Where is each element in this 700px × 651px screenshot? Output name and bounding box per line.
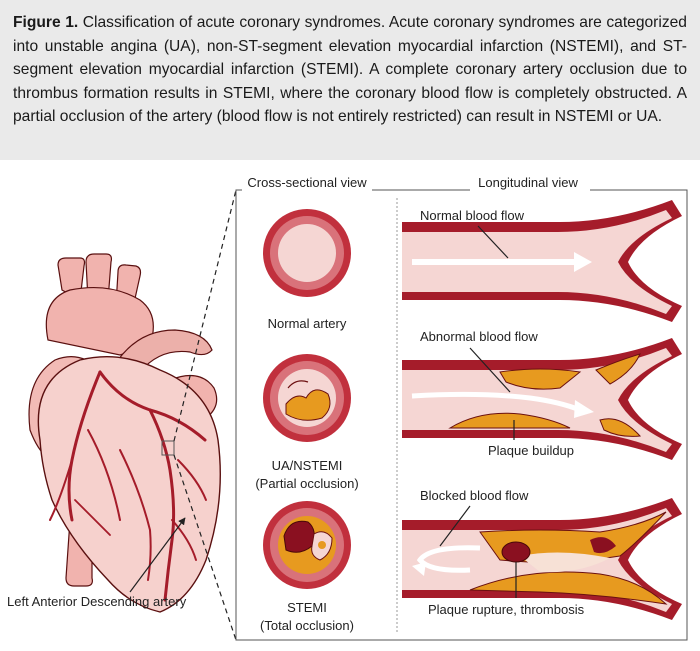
normal-flow-label: Normal blood flow: [420, 208, 525, 223]
aorta-arch: [45, 286, 154, 356]
plaque-rupture-label: Plaque rupture, thrombosis: [428, 602, 585, 617]
coronary-arteries: [49, 370, 207, 602]
long-header-bg: [470, 175, 590, 195]
lad-pointer: [129, 517, 186, 593]
figure-caption: Figure 1. Classification of acute corona…: [13, 11, 687, 129]
normal-flow-pointer: [477, 225, 509, 259]
plaque-buildup-label: Plaque buildup: [488, 443, 574, 458]
total-occlusion-label-2: (Total occlusion): [260, 618, 354, 633]
partial-occlusion-label-2: (Partial occlusion): [255, 476, 358, 491]
total-occlusion-label-1: STEMI: [287, 600, 327, 615]
cross-section-header: Cross-sectional view: [247, 175, 367, 190]
total-occlusion-cross-section: [263, 501, 351, 589]
pulmonary-artery: [117, 329, 213, 373]
normal-longitudinal-vessel: [402, 200, 682, 322]
zoom-line-top: [173, 189, 237, 442]
normal-artery-cross-section: [263, 209, 351, 297]
ventricles: [37, 356, 221, 613]
abnormal-flow-pointer: [469, 347, 511, 393]
zoom-line-bottom: [173, 454, 237, 641]
total-longitudinal-vessel: [402, 498, 682, 620]
normal-artery-label: Normal artery: [268, 316, 347, 331]
partial-occlusion-label-1: UA/NSTEMI: [272, 458, 343, 473]
abnormal-flow-label: Abnormal blood flow: [420, 329, 538, 344]
caption-text: Classification of acute coronary syndrom…: [13, 14, 687, 126]
blocked-flow-pointer: [439, 505, 471, 547]
caption-band: [0, 0, 700, 160]
partial-occlusion-cross-section: [263, 354, 351, 442]
lad-label: Left Anterior Descending artery: [7, 594, 187, 609]
lad-highlight-box: [161, 440, 175, 456]
partial-longitudinal-vessel: [402, 338, 682, 460]
figure-label: Figure 1.: [13, 14, 79, 31]
blocked-flow-label: Blocked blood flow: [420, 488, 529, 503]
longitudinal-header: Longitudinal view: [478, 175, 578, 190]
heart-illustration: [28, 253, 221, 613]
cross-header-bg: [242, 175, 372, 195]
